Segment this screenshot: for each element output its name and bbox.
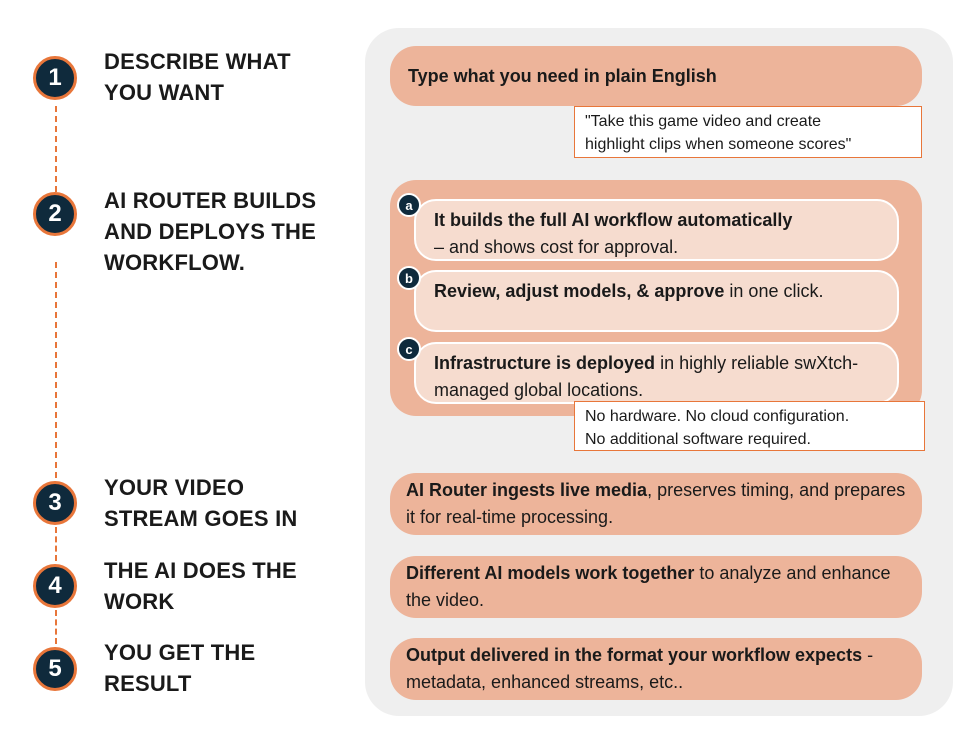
step-3-circle: 3	[33, 481, 77, 525]
step-1-title: DESCRIBE WHAT YOU WANT	[104, 46, 291, 108]
step-4-rest: to analyze and enhance the video.	[406, 563, 891, 610]
step-1-title-line1: DESCRIBE WHAT	[104, 49, 291, 74]
step-4-title-line1: THE AI DOES THE	[104, 558, 297, 583]
step-2c-badge: c	[397, 337, 421, 361]
step-4-circle: 4	[33, 564, 77, 608]
step-2b-box: Review, adjust models, & approve in one …	[414, 270, 899, 332]
step-3-title-line2: STREAM GOES IN	[104, 506, 298, 531]
step-2-title: AI ROUTER BUILDS AND DEPLOYS THE WORKFLO…	[104, 185, 316, 278]
step-5-pill: Output delivered in the format your work…	[390, 638, 922, 700]
step-2-circle: 2	[33, 192, 77, 236]
step-2a-box: It builds the full AI workflow automatic…	[414, 199, 899, 261]
step-3-title: YOUR VIDEO STREAM GOES IN	[104, 472, 298, 534]
quote-line-2: highlight clips when someone scores"	[585, 136, 852, 153]
step-2-title-line2: AND DEPLOYS THE	[104, 219, 317, 244]
step-2c-bold: Infrastructure is deployed	[434, 353, 656, 373]
step-4-pill: Different AI models work together to ana…	[390, 556, 922, 618]
step-2c-box: Infrastructure is deployed in highly rel…	[414, 342, 899, 404]
step-5-title-line2: RESULT	[104, 671, 192, 696]
quote-line-1: "Take this game video and create	[585, 113, 822, 130]
step-2-note-callout: No hardware. No cloud configuration. No …	[574, 401, 925, 451]
step-2b-badge: b	[397, 266, 421, 290]
note-line-2: No additional software required.	[585, 431, 811, 448]
note-line-1: No hardware. No cloud configuration.	[585, 408, 850, 425]
step-4-title: THE AI DOES THE WORK	[104, 555, 297, 617]
step-4-title-line2: WORK	[104, 589, 175, 614]
step-2a-bold: It builds the full AI workflow automatic…	[434, 210, 793, 230]
step-2-title-line1: AI ROUTER BUILDS	[104, 188, 317, 213]
step-2-title-line3: WORKFLOW.	[104, 250, 246, 275]
step-2b-rest: in one click.	[724, 281, 824, 301]
step-2a-rest: – and shows cost for approval.	[434, 237, 679, 257]
step-5-bold: Output delivered in the format your work…	[406, 645, 863, 665]
step-5-rest: - metadata, enhanced streams, etc..	[406, 645, 874, 692]
connector-3-4	[55, 527, 57, 561]
step-1-circle: 1	[33, 56, 77, 100]
connector-1-2	[55, 106, 57, 192]
step-3-pill: AI Router ingests live media, preserves …	[390, 473, 922, 535]
step-1-pill: Type what you need in plain English	[390, 46, 922, 106]
step-1-quote-callout: "Take this game video and create highlig…	[574, 106, 922, 158]
step-3-bold: AI Router ingests live media	[406, 480, 648, 500]
step-5-circle: 5	[33, 647, 77, 691]
step-5-title-line1: YOU GET THE	[104, 640, 256, 665]
step-1-pill-text: Type what you need in plain English	[408, 66, 717, 86]
step-2a-badge: a	[397, 193, 421, 217]
connector-4-5	[55, 610, 57, 644]
step-3-rest: , preserves timing, and prepares it for …	[406, 480, 906, 527]
step-1-title-line2: YOU WANT	[104, 80, 225, 105]
connector-2-3	[55, 262, 57, 478]
step-5-title: YOU GET THE RESULT	[104, 637, 255, 699]
step-4-bold: Different AI models work together	[406, 563, 695, 583]
step-2b-bold: Review, adjust models, & approve	[434, 281, 725, 301]
step-2c-rest: in highly reliable swXtch-managed global…	[434, 353, 859, 400]
step-3-title-line1: YOUR VIDEO	[104, 475, 245, 500]
